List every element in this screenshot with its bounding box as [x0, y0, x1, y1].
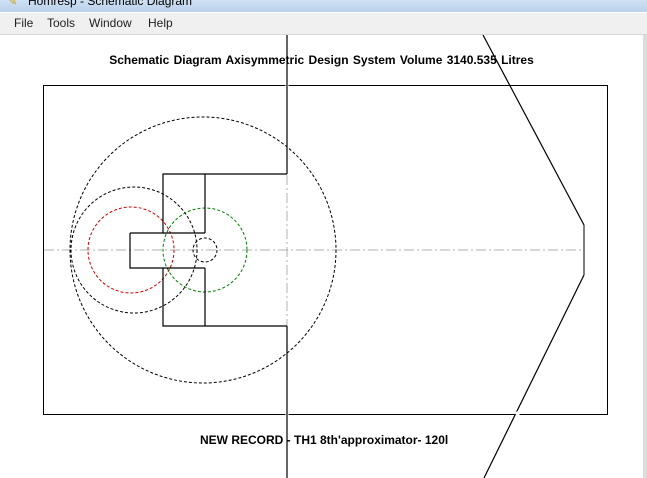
menu-tools[interactable]: Tools	[47, 16, 76, 30]
outer-dashed-circle	[69, 116, 337, 384]
small-dashed-circle	[192, 237, 218, 263]
body-outline	[130, 173, 287, 234]
diagram-frame	[43, 85, 608, 415]
red-dashed-circle	[87, 206, 175, 294]
diagram-heading: Schematic Diagram Axisymmetric Design Sy…	[109, 53, 534, 67]
schematic-canvas: Schematic Diagram Axisymmetric Design Sy…	[0, 35, 647, 478]
middle-dashed-circle	[70, 186, 198, 314]
menu-file[interactable]: File	[14, 16, 34, 30]
cone-line-upper	[482, 35, 585, 226]
app-icon: ✎	[8, 0, 18, 8]
schematic-drawing	[43, 35, 608, 478]
menu-bar: File Tools Window Help	[0, 12, 647, 35]
menu-help[interactable]: Help	[148, 16, 173, 30]
title-bar: ✎ Homresp - Schematic Diagram	[0, 0, 647, 12]
record-label: NEW RECORD - TH1 8th'approximator- 120l	[200, 433, 449, 447]
menu-window[interactable]: Window	[89, 16, 132, 30]
window-title: Homresp - Schematic Diagram	[28, 0, 193, 8]
cone-line-lower	[483, 274, 585, 478]
